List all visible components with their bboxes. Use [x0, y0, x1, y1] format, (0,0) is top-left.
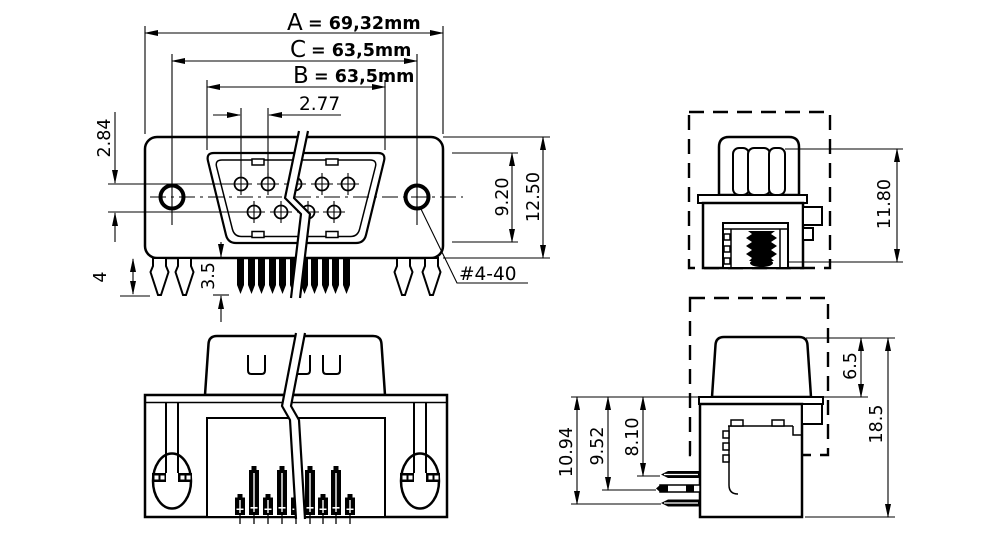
dim-overall-height: 18.5 — [867, 405, 887, 444]
dim-hood-height: 6.5 — [841, 352, 861, 380]
thread-insert — [722, 222, 789, 269]
dim-b-letter: B — [293, 63, 309, 89]
latch-slot — [325, 158, 339, 166]
latch-slot — [325, 230, 339, 239]
latch-slot — [251, 230, 265, 239]
dim-pin-length: 3.5 — [199, 262, 219, 290]
dim-flange-height: 12.50 — [524, 172, 544, 222]
dim-a-letter: A — [287, 10, 303, 36]
dim-c-value: = 63,5mm — [311, 41, 411, 61]
dim-row-spacing: 2.84 — [95, 119, 115, 158]
dim-rear-height: 11.80 — [875, 179, 895, 229]
screw-thread — [746, 231, 777, 261]
break-line — [280, 332, 307, 520]
tall-pins — [249, 466, 341, 515]
dim-pin-row-3: 10.94 — [557, 427, 577, 477]
dim-b-value: = 63,5mm — [314, 67, 414, 87]
hood — [710, 335, 813, 399]
bottom-view — [143, 332, 449, 524]
insulator-body — [698, 402, 804, 519]
side-profile-view — [656, 296, 830, 519]
dim-insert-height: 9.20 — [493, 178, 513, 217]
dimensions-side: 10.94 9.52 8.10 6.5 18.5 — [557, 337, 895, 518]
dim-c-letter: C — [290, 37, 306, 63]
dim-pin-row-2: 9.52 — [588, 427, 608, 466]
break-line — [283, 130, 312, 299]
side-pins — [656, 471, 701, 507]
board-lock-legs — [149, 257, 442, 296]
dim-a-value: = 69,32mm — [308, 14, 421, 34]
dim-pin-row-1: 8.10 — [623, 418, 643, 457]
inner-details — [722, 419, 802, 495]
hex-nut — [732, 147, 786, 196]
board-lock-right — [399, 403, 441, 510]
board-lock-left — [151, 403, 193, 510]
thread-callout: #4-40 — [459, 264, 517, 285]
rear-side-view — [687, 110, 832, 270]
dim-leg-length: 4 — [91, 271, 111, 282]
front-view — [143, 130, 463, 299]
dim-pitch: 2.77 — [299, 94, 340, 115]
dimensions-rear: 11.80 — [785, 148, 903, 263]
dimensions-front: A = 69,32mm C = 63,5mm B = 63,5mm 2.77 2… — [91, 10, 550, 322]
latch-slot — [251, 158, 265, 166]
